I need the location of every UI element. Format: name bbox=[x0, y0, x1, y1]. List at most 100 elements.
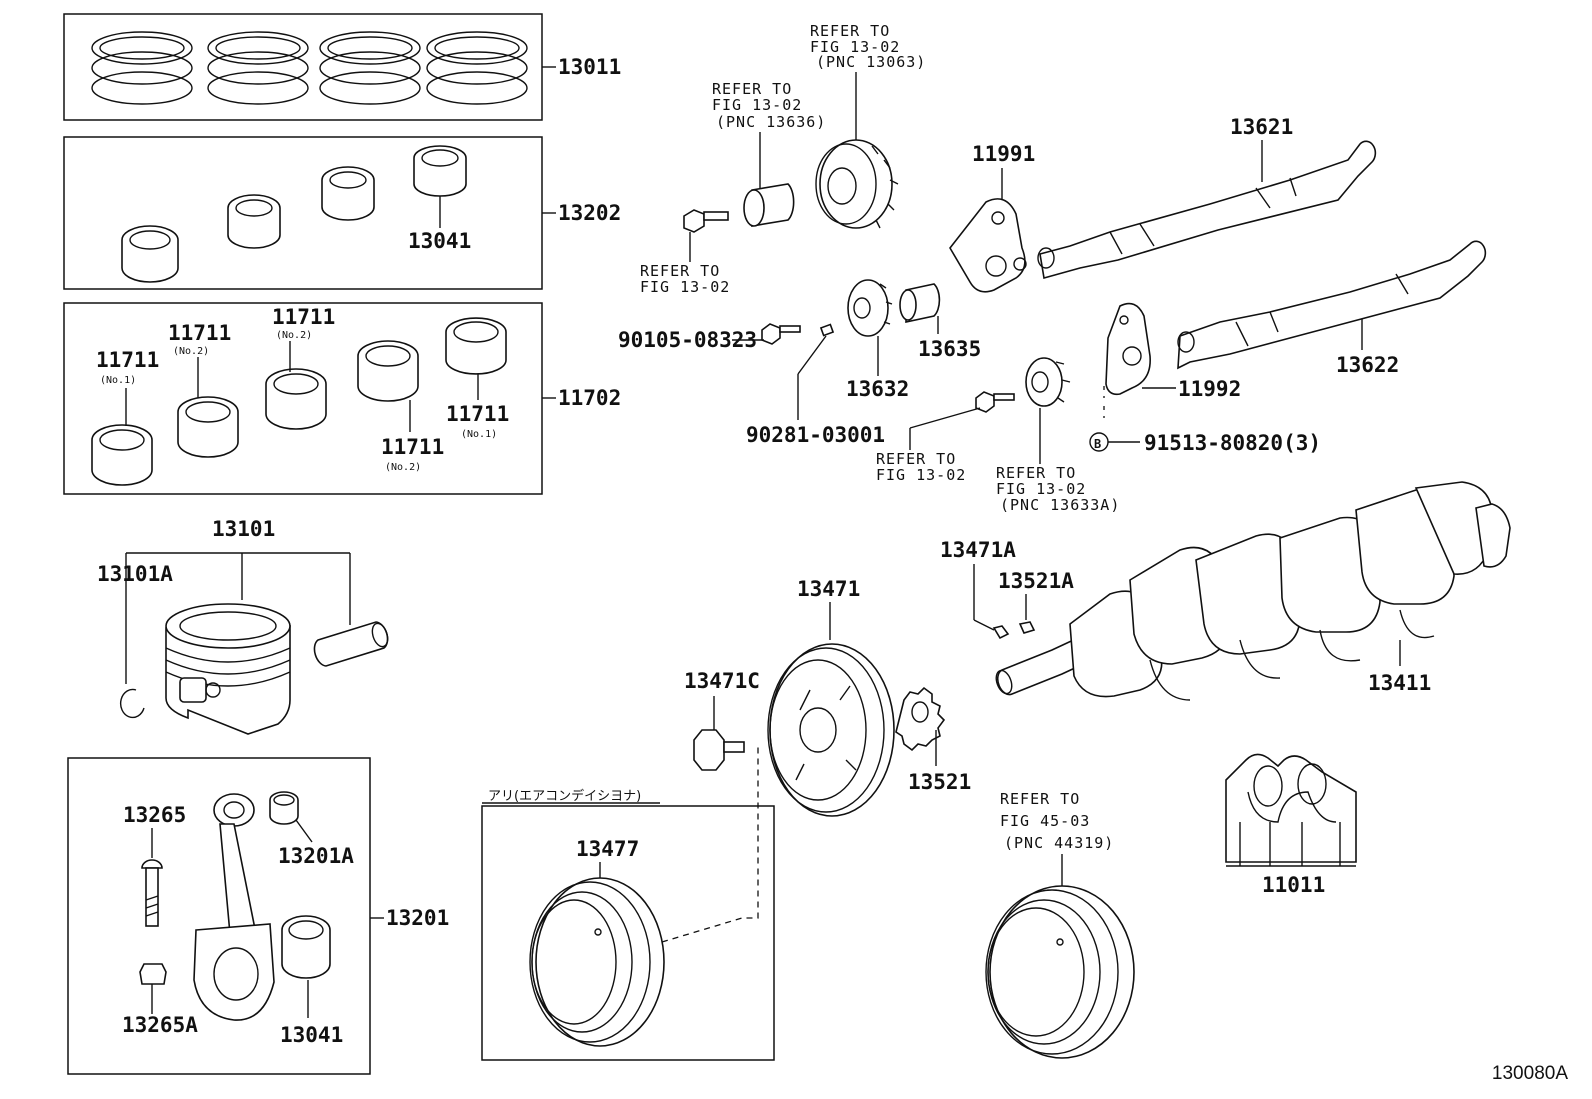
ref-text: FIG 45-03 bbox=[1000, 812, 1090, 830]
bushing-icon bbox=[743, 183, 795, 227]
piston-pin-icon bbox=[313, 621, 389, 667]
part-label-13622[interactable]: 13622 bbox=[1336, 353, 1399, 377]
part-label-13521A[interactable]: 13521A bbox=[998, 569, 1074, 593]
ref-text: REFER TO bbox=[876, 450, 956, 468]
balance-plate-icon bbox=[949, 198, 1027, 293]
part-label-91513-80820[interactable]: 91513-80820(3) bbox=[1144, 431, 1321, 455]
bearing-shell-icon bbox=[91, 424, 153, 486]
conrod-nut-icon bbox=[139, 963, 167, 985]
screw-mark: B bbox=[1094, 437, 1101, 451]
part-label-11702[interactable]: 11702 bbox=[558, 386, 621, 410]
part-label-90105-08323[interactable]: 90105-08323 bbox=[618, 328, 757, 352]
part-label-13265A[interactable]: 13265A bbox=[122, 1013, 198, 1037]
ref-text: FIG 13-02 bbox=[640, 278, 730, 296]
ac-pulley-icon bbox=[529, 877, 665, 1047]
piston-ring-icon bbox=[426, 31, 528, 105]
bearing-shell-icon bbox=[265, 368, 327, 430]
part-label-13265[interactable]: 13265 bbox=[123, 803, 186, 827]
figure-id: 130080A bbox=[1491, 1063, 1568, 1084]
part-label-13201A[interactable]: 13201A bbox=[278, 844, 354, 868]
part-label-13011[interactable]: 13011 bbox=[558, 55, 621, 79]
key-icon bbox=[992, 625, 1010, 640]
part-label-13411[interactable]: 13411 bbox=[1368, 671, 1431, 695]
ref-text: REFER TO bbox=[996, 464, 1076, 482]
bearing-shell-icon bbox=[321, 166, 375, 221]
bolt-icon bbox=[975, 391, 1015, 413]
connecting-rod-icon bbox=[193, 793, 275, 1021]
part-label-13041[interactable]: 13041 bbox=[408, 229, 471, 253]
ps-pulley-icon bbox=[985, 885, 1135, 1059]
pulley-bolt-icon bbox=[693, 729, 745, 771]
piston-ring-icon bbox=[91, 31, 193, 105]
part-label-11991[interactable]: 11991 bbox=[972, 142, 1035, 166]
balance-shaft-upper-icon bbox=[1037, 140, 1377, 280]
crankshaft-icon bbox=[995, 481, 1511, 701]
pin-icon bbox=[819, 323, 835, 337]
part-label-13101[interactable]: 13101 bbox=[212, 517, 275, 541]
bearing-shell-icon bbox=[445, 317, 507, 375]
balance-shaft-area: REFER TO FIG 13-02 (PNC 13063) REFER TO … bbox=[618, 22, 1487, 514]
ref-text: (PNC 13063) bbox=[816, 53, 926, 71]
conrod-bearing-icon bbox=[281, 915, 331, 979]
ref-text: FIG 13-02 bbox=[712, 96, 802, 114]
piston-ring-icon bbox=[319, 31, 421, 105]
part-label-11711-b[interactable]: 11711 bbox=[168, 321, 231, 345]
balance-gear-small-icon bbox=[847, 279, 893, 337]
bearing-shell-icon bbox=[357, 340, 419, 402]
part-label-13202[interactable]: 13202 bbox=[558, 201, 621, 225]
bearing-shell-icon bbox=[121, 225, 179, 283]
part-label-13041-conrod[interactable]: 13041 bbox=[280, 1023, 343, 1047]
part-label-13632[interactable]: 13632 bbox=[846, 377, 909, 401]
key-icon bbox=[1018, 621, 1036, 634]
ref-text: REFER TO bbox=[810, 22, 890, 40]
piston-ring-icon bbox=[207, 31, 309, 105]
bolt-icon bbox=[683, 209, 729, 233]
part-label-13101A[interactable]: 13101A bbox=[97, 562, 173, 586]
part-label-13477[interactable]: 13477 bbox=[576, 837, 639, 861]
part-label-11711-c[interactable]: 11711 bbox=[272, 305, 335, 329]
part-label-11711-a[interactable]: 11711 bbox=[96, 348, 159, 372]
ref-text: FIG 13-02 bbox=[996, 480, 1086, 498]
balance-shaft-lower-icon bbox=[1177, 240, 1487, 370]
ref-text: FIG 13-02 bbox=[876, 466, 966, 484]
conrod-bushing-icon bbox=[269, 791, 299, 825]
crank-bearing-box: 11711 (No.1) 11711 (No.2) 11711 (No.2) 1… bbox=[63, 302, 621, 495]
part-note: (No.1) bbox=[100, 375, 136, 386]
part-label-13471A[interactable]: 13471A bbox=[940, 538, 1016, 562]
crankshaft-area: 13471A 13521A 13411 bbox=[940, 481, 1511, 1059]
part-note: (No.1) bbox=[461, 429, 497, 440]
main-bearing-box: 13041 13202 bbox=[63, 136, 621, 290]
part-label-13635[interactable]: 13635 bbox=[918, 337, 981, 361]
ref-text: REFER TO bbox=[1000, 790, 1080, 808]
ref-text: REFER TO bbox=[640, 262, 720, 280]
part-label-11992[interactable]: 11992 bbox=[1178, 377, 1241, 401]
part-note: (No.2) bbox=[173, 346, 209, 357]
ref-text: (PNC 44319) bbox=[1004, 834, 1114, 852]
part-label-11711-d[interactable]: 11711 bbox=[381, 435, 444, 459]
part-label-11011[interactable]: 11011 bbox=[1262, 873, 1325, 897]
part-label-90281-03001[interactable]: 90281-03001 bbox=[746, 423, 885, 447]
piston-ring-set-box: 13011 bbox=[63, 13, 621, 121]
part-label-13471C[interactable]: 13471C bbox=[684, 669, 760, 693]
balance-bushing-icon bbox=[899, 283, 941, 323]
part-label-13201[interactable]: 13201 bbox=[386, 906, 449, 930]
ref-text: (PNC 13633A) bbox=[1000, 496, 1120, 514]
bearing-shell-icon bbox=[413, 145, 467, 197]
timing-gear-icon bbox=[895, 686, 946, 752]
crank-pulley-group: 13471 13471C 13521 bbox=[684, 577, 971, 817]
bearing-shell-icon bbox=[177, 396, 239, 458]
part-label-13521[interactable]: 13521 bbox=[908, 770, 971, 794]
balance-gear-icon bbox=[815, 139, 899, 229]
ref-text: (PNC 13636) bbox=[716, 113, 826, 131]
connecting-rod-box: 13265 13265A 13201A 13041 bbox=[67, 757, 449, 1075]
part-note: (No.2) bbox=[385, 462, 421, 473]
part-note: (No.2) bbox=[276, 330, 312, 341]
part-label-13621[interactable]: 13621 bbox=[1230, 115, 1293, 139]
ac-option-caption: アリ(エアコンデイシヨナ) bbox=[488, 788, 641, 804]
part-label-11711-e[interactable]: 11711 bbox=[446, 402, 509, 426]
main-bearing-cap-icon bbox=[1225, 753, 1357, 863]
conrod-bolt-icon bbox=[141, 859, 163, 927]
part-label-13471[interactable]: 13471 bbox=[797, 577, 860, 601]
snap-ring-icon bbox=[119, 688, 145, 719]
